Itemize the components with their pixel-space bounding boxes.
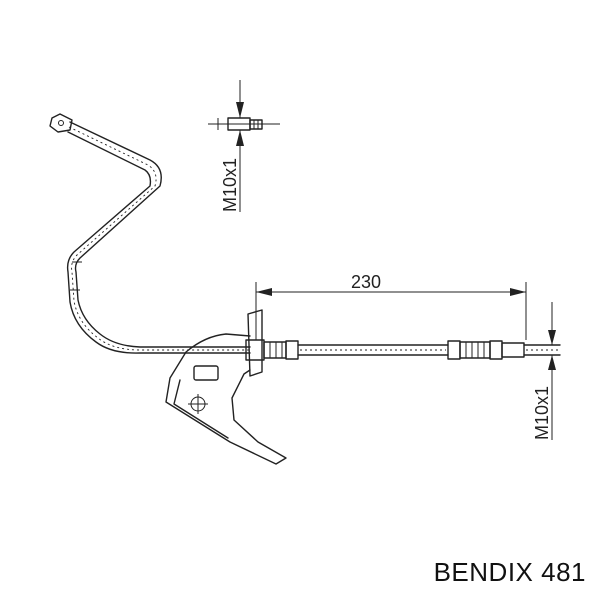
flexible-hose bbox=[245, 339, 561, 361]
length-dimension: 230 bbox=[255, 272, 527, 340]
thread-label-top: M10x1 bbox=[220, 158, 240, 212]
thread-detail-top: M10x1 bbox=[208, 80, 280, 212]
brand-label: BENDIX 481 bbox=[433, 557, 586, 587]
thread-detail-right: M10x1 bbox=[532, 302, 556, 440]
mounting-bracket bbox=[165, 309, 287, 465]
thread-label-right: M10x1 bbox=[532, 386, 552, 440]
length-label: 230 bbox=[351, 272, 381, 292]
bent-brake-pipe bbox=[49, 113, 251, 354]
